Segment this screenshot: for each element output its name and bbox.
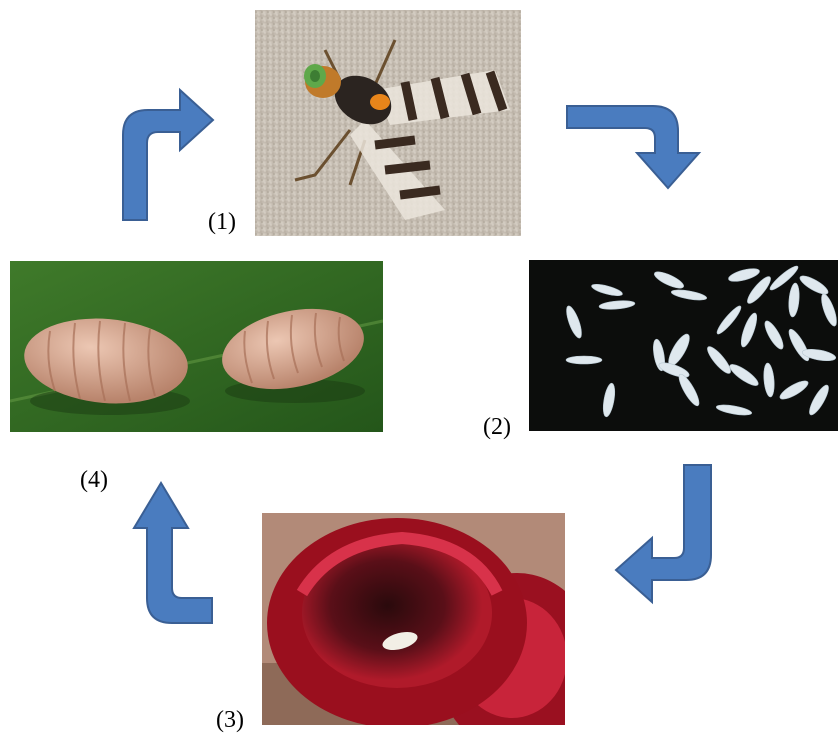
cycle-arrow-2-to-3: [612, 460, 717, 610]
pupae-photo: [10, 261, 383, 432]
stage-label-4: (4): [80, 468, 108, 492]
stage-label-2: (2): [483, 415, 511, 439]
stage-label-3: (3): [216, 708, 244, 732]
cycle-arrow-1-to-2: [563, 98, 705, 193]
adult-fly-photo: [255, 10, 521, 236]
larva-in-cherry-photo: [262, 513, 565, 725]
eggs-photo: [529, 260, 838, 431]
cycle-arrow-3-to-4: [132, 478, 217, 628]
cycle-arrow-4-to-1: [118, 80, 218, 225]
